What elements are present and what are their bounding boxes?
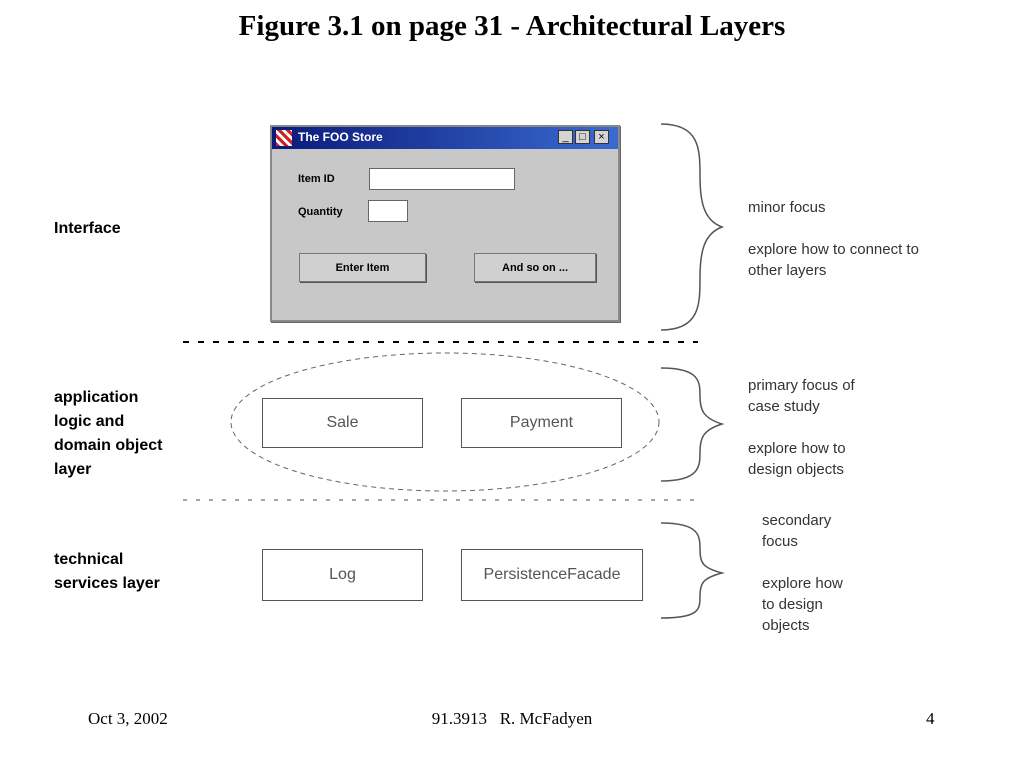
app-icon [276,130,292,146]
domain-layer-ellipse [230,352,660,492]
item-id-field[interactable] [369,168,515,190]
persistence-facade-box: PersistenceFacade [461,549,643,601]
footer-date: Oct 3, 2002 [88,709,168,728]
services-brace [660,522,725,619]
layer-label-application: application logic and domain object laye… [54,389,163,478]
slide-title: Figure 3.1 on page 31 - Architectural La… [238,10,786,42]
foo-store-window: The FOO Store _ □ × Item ID Quantity Ent… [270,125,620,322]
enter-item-button[interactable]: Enter Item [299,253,426,282]
interface-note: minor focus explore how to connect to ot… [748,199,919,279]
log-box: Log [262,549,423,601]
window-title: The FOO Store [298,130,383,144]
quantity-field[interactable] [368,200,408,222]
window-titlebar: The FOO Store _ □ × [272,127,618,149]
layer-label-services: technical services layer [54,551,160,592]
application-note: primary focus of case study explore how … [748,377,855,478]
footer-course: 91.3913 R. McFadyen [431,709,593,728]
layer-label-interface: Interface [54,220,121,237]
item-id-label: Item ID [298,173,335,185]
minimize-icon[interactable]: _ [558,130,573,144]
interface-brace [660,123,725,331]
maximize-icon[interactable]: □ [575,130,590,144]
sale-box: Sale [262,398,423,448]
close-icon[interactable]: × [594,130,609,144]
services-note: secondary focus explore how to design ob… [762,512,843,634]
payment-box: Payment [461,398,622,448]
page-number: 4 [926,709,935,728]
quantity-label: Quantity [298,206,343,218]
and-so-on-button[interactable]: And so on ... [474,253,596,282]
application-brace [660,367,725,482]
